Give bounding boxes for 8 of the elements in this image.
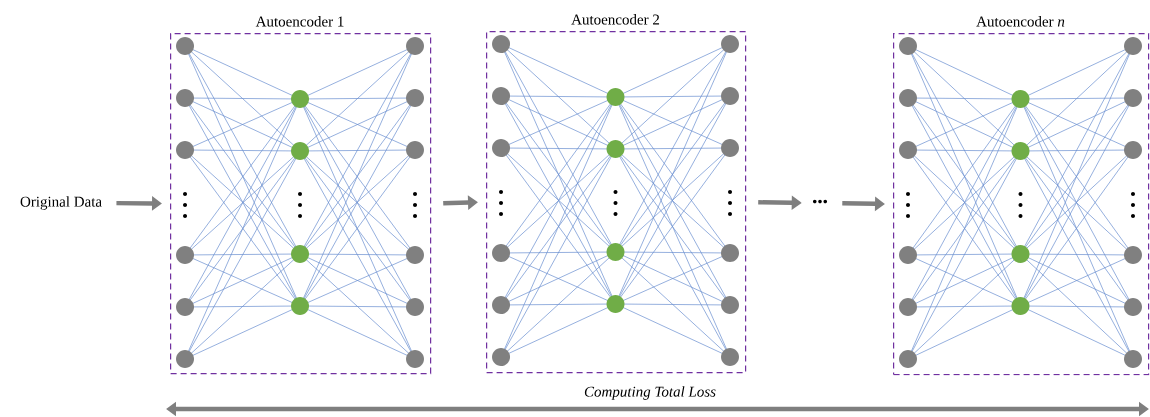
node-text: ••• [813,199,828,204]
dashed-box: Autoencoder 1 [170,16,432,375]
node-text: Original Data [20,196,102,210]
node-label: Autoencoder 2 [571,14,660,25]
node-label: Autoencoder n [976,16,1065,27]
dashed-box: Autoencoder n [893,16,1150,376]
node-label: Autoencoder 1 [255,16,344,27]
dashed-box: Autoencoder 2 [486,14,747,374]
